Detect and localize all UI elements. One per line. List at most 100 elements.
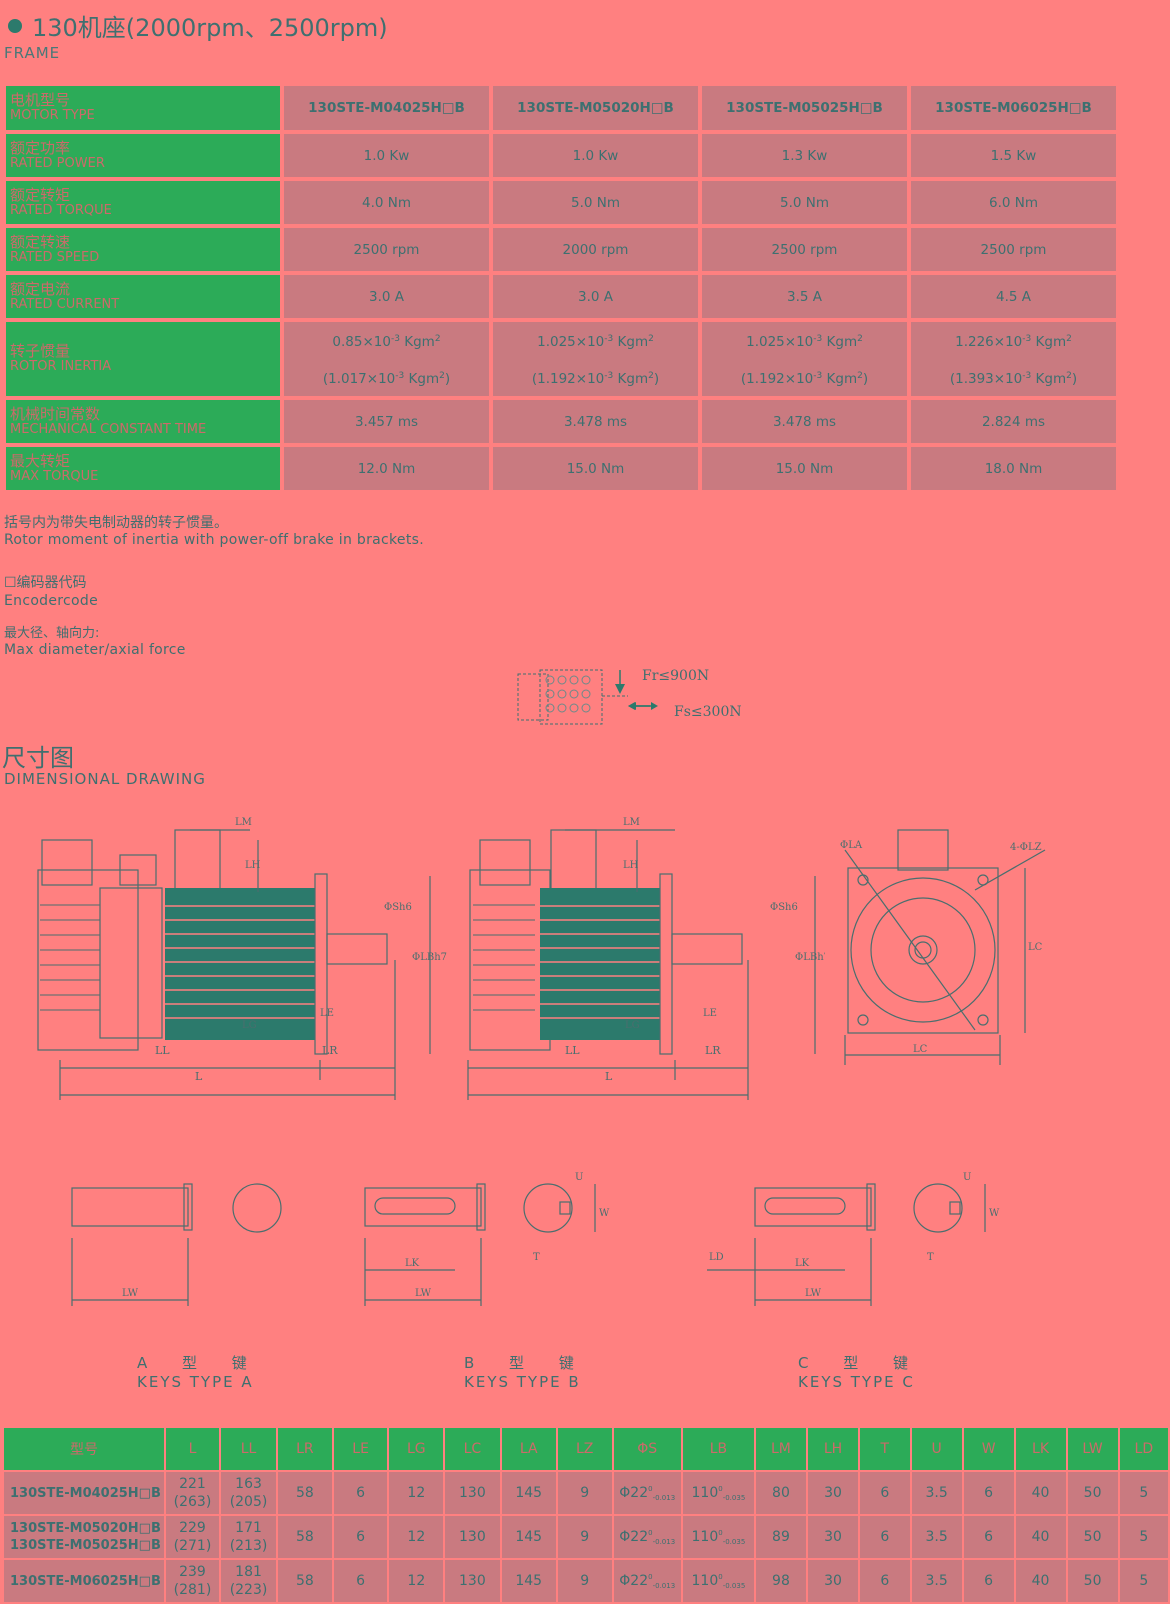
dim-cell: 30	[808, 1472, 859, 1514]
dim-col-header: LG	[389, 1428, 444, 1470]
dim-header-row: 型号 L LL LR LE LG LC LA LZ ΦS LB LM LH T …	[4, 1428, 1168, 1470]
dim-cell: 6	[860, 1472, 910, 1514]
spec-cell: 2000 rpm	[493, 228, 698, 271]
motor-front-view: ΦLA 4-ΦLZ LC LC	[840, 829, 1046, 1065]
dim-label-la: ΦLA	[840, 840, 863, 851]
dim-label-ll: LL	[565, 1044, 580, 1057]
spec-cell: 130STE-M05025H□B	[702, 86, 907, 130]
spec-cell: 1.3 Kw	[702, 134, 907, 177]
dim-col-header: W	[963, 1428, 1014, 1470]
dim-cell: 163(205)	[221, 1472, 277, 1514]
dim-label-ld: LD	[709, 1252, 724, 1263]
key-a-label-en: KEYS TYPE A	[137, 1373, 254, 1391]
spec-cell: 2500 rpm	[911, 228, 1116, 271]
dim-label-sh: ΦSh6	[384, 902, 412, 913]
spec-cell: 2500 rpm	[284, 228, 489, 271]
dim-label-le: LE	[703, 1008, 717, 1019]
spec-cell: 15.0 Nm	[702, 447, 907, 490]
spec-cell: 1.0 Kw	[493, 134, 698, 177]
spec-cell: 6.0 Nm	[911, 181, 1116, 224]
dim-label-lr: LR	[322, 1044, 338, 1057]
max-force-en: Max diameter/axial force	[4, 642, 186, 658]
dim-col-header: LM	[755, 1428, 807, 1470]
dim-label-lb: ΦLBh7	[412, 952, 447, 963]
dim-cell: 1100-0.035	[682, 1472, 754, 1514]
axial-arrow-icon	[628, 702, 658, 710]
spec-cell: 5.0 Nm	[702, 181, 907, 224]
dim-cell: 130	[445, 1516, 500, 1558]
dim-col-header: U	[911, 1428, 962, 1470]
dim-cell: Φ220-0.013	[613, 1560, 681, 1602]
dim-col-header: LH	[808, 1428, 859, 1470]
dim-cell: 12	[389, 1560, 444, 1602]
dim-cell: 3.5	[911, 1560, 962, 1602]
spec-cell: 130STE-M04025H□B	[284, 86, 489, 130]
spec-cell: 2500 rpm	[702, 228, 907, 271]
dim-label-lh: LH	[245, 860, 261, 871]
dim-cell: 12	[389, 1516, 444, 1558]
dim-label-lg: LG	[625, 1020, 640, 1031]
dim-cell: 3.5	[911, 1472, 962, 1514]
spec-cell: 3.457 ms	[284, 400, 489, 443]
drawing-title-en: DIMENSIONAL DRAWING	[4, 770, 206, 788]
dim-col-header: LC	[445, 1428, 500, 1470]
page-subtitle: FRAME	[4, 44, 61, 62]
key-b-label-en: KEYS TYPE B	[464, 1373, 581, 1391]
dim-col-header: LE	[333, 1428, 388, 1470]
spec-cell: 130STE-M06025H□B	[911, 86, 1116, 130]
dim-label-u: U	[575, 1172, 583, 1183]
dim-cell: 50	[1067, 1516, 1118, 1558]
dim-cell: Φ220-0.013	[613, 1472, 681, 1514]
dim-cell: 3.5	[911, 1516, 962, 1558]
dim-cell: 239(281)	[165, 1560, 220, 1602]
dim-col-header: LB	[682, 1428, 754, 1470]
dim-cell: 80	[755, 1472, 807, 1514]
dim-cell: 6	[963, 1516, 1014, 1558]
dim-cell: 145	[501, 1560, 556, 1602]
spec-cell: 1.0 Kw	[284, 134, 489, 177]
table-row: 130STE-M04025H□B 221(263) 163(205) 58 6 …	[4, 1472, 1168, 1514]
key-c-label-zh: C 型 键	[798, 1354, 911, 1372]
dim-cell: 6	[860, 1516, 910, 1558]
dim-cell: 221(263)	[165, 1472, 220, 1514]
dim-cell: 58	[278, 1560, 332, 1602]
dim-cell: 5	[1119, 1560, 1168, 1602]
spec-cell: 3.478 ms	[493, 400, 698, 443]
dim-label-t: T	[927, 1252, 934, 1263]
dim-cell: 145	[501, 1516, 556, 1558]
max-force-zh: 最大径、轴向力:	[4, 626, 100, 641]
dim-label-lc: LC	[913, 1044, 928, 1055]
spec-cell: 15.0 Nm	[493, 447, 698, 490]
dim-cell: 181(223)	[221, 1560, 277, 1602]
dim-col-header: LR	[278, 1428, 332, 1470]
dim-cell: 9	[557, 1472, 612, 1514]
dim-col-header: LZ	[557, 1428, 612, 1470]
dim-cell: 130	[445, 1472, 500, 1514]
axial-force-label: Fs≤300N	[674, 704, 742, 720]
dim-label-lw: LW	[805, 1288, 822, 1299]
dim-label-u: U	[963, 1172, 971, 1183]
dim-cell: 40	[1015, 1472, 1066, 1514]
dim-label-lz: 4-ΦLZ	[1010, 842, 1042, 853]
table-row: 130STE-M06025H□B 239(281) 181(223) 58 6 …	[4, 1560, 1168, 1602]
spec-cell: 130STE-M05020H□B	[493, 86, 698, 130]
dim-cell: 229(271)	[165, 1516, 220, 1558]
key-type-a-drawing: LW	[71, 1183, 282, 1306]
dim-cell: Φ220-0.013	[613, 1516, 681, 1558]
dim-cell: 6	[333, 1516, 388, 1558]
dim-cell: 12	[389, 1472, 444, 1514]
dim-label-lm: LM	[623, 817, 640, 828]
